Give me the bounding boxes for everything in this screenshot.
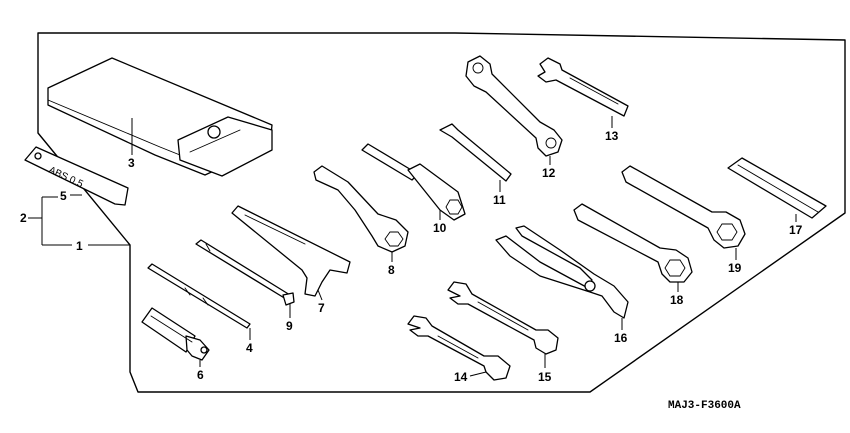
open-spanner-13	[537, 57, 629, 117]
callout-8: 8	[388, 263, 395, 277]
screwdriver-handle	[141, 307, 210, 361]
callout-16: 16	[614, 331, 628, 345]
callout-2: 2	[20, 211, 27, 225]
callout-9: 9	[286, 319, 293, 333]
ring-spanner-18	[573, 203, 693, 283]
diagram-code: MAJ3-F3600A	[668, 400, 741, 412]
callout-5: 5	[60, 189, 67, 203]
open-spanner-14	[407, 315, 511, 381]
extension-bar	[195, 239, 295, 306]
callout-13: 13	[605, 129, 619, 143]
screwdriver	[147, 263, 251, 329]
callout-17: 17	[789, 223, 803, 237]
feeler-gauge: ABS 0.5	[24, 146, 129, 206]
callout-1: 1	[76, 239, 83, 253]
callout-12: 12	[542, 166, 556, 180]
callout-11: 11	[493, 193, 506, 207]
hex-key	[439, 123, 512, 182]
callout-3: 3	[128, 156, 135, 170]
ring-spanner-12	[465, 55, 563, 157]
spark-plug-wrench	[361, 143, 466, 221]
callout-7: 7	[318, 301, 325, 315]
callout-18: 18	[670, 293, 684, 307]
pin-spanner	[231, 205, 351, 297]
callout-19: 19	[728, 261, 742, 275]
callout-6: 6	[197, 368, 204, 382]
open-spanner-15	[447, 281, 559, 355]
pliers	[495, 225, 629, 319]
callout-10: 10	[433, 221, 447, 235]
callout-4: 4	[246, 341, 253, 355]
callout-14: 14	[454, 370, 468, 384]
tool-bag	[47, 57, 273, 177]
leader-lines	[28, 116, 797, 377]
ring-spanner-19	[621, 165, 746, 249]
ring-spanner-8	[313, 165, 409, 253]
grip-cover	[727, 157, 827, 219]
callouts: 1 2 3 4 5 6 7 8 9 10 11 12 13 14 15 16 1…	[20, 129, 803, 384]
callout-15: 15	[538, 370, 552, 384]
